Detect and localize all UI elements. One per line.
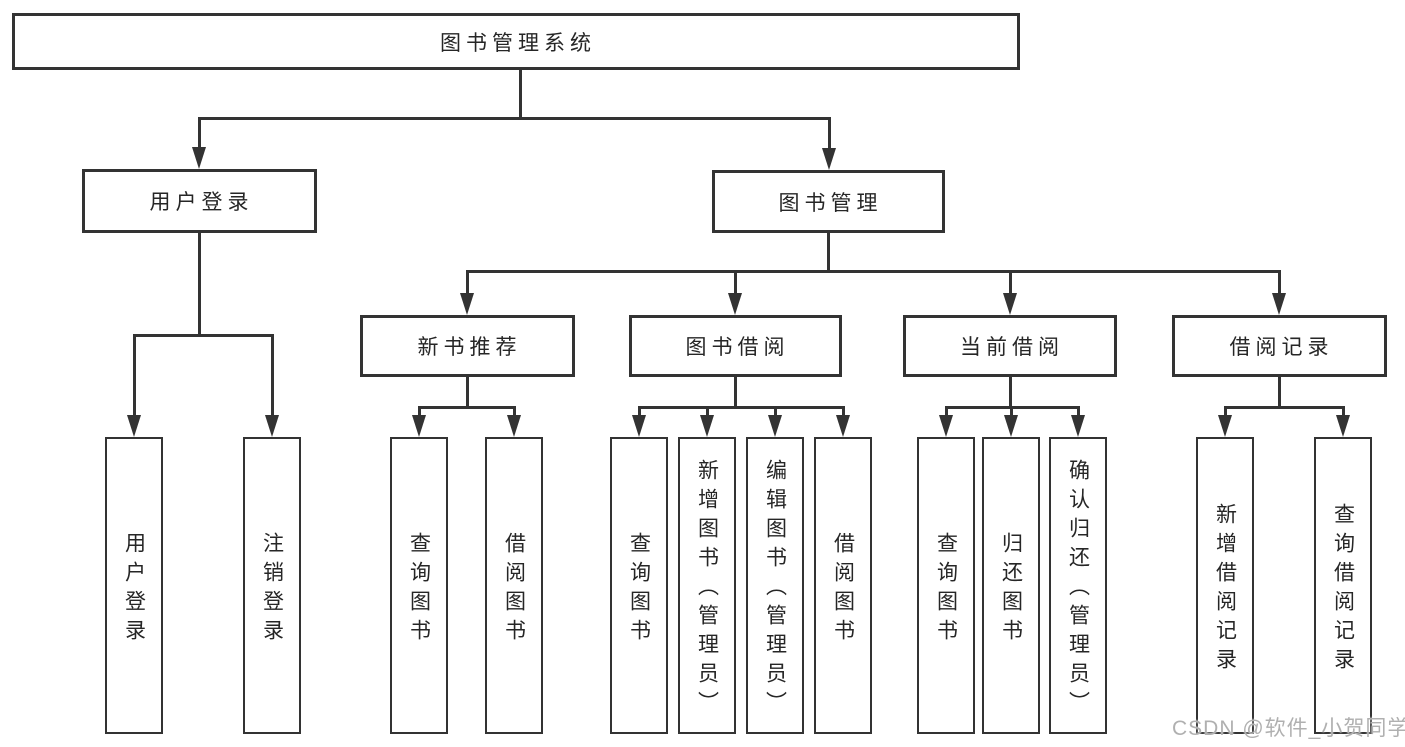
leaf-confirm-return-admin: 确认归还（管理员） xyxy=(1049,437,1107,734)
leaf-borrow-books: 借阅图书 xyxy=(814,437,872,734)
leaf-label: 查询图书 xyxy=(934,531,958,648)
leaf-label: 编辑图书（管理员） xyxy=(763,459,787,720)
connector-drop-leaf xyxy=(638,406,641,417)
connector-mgmt-stem xyxy=(827,233,830,272)
connector-login-crossbar xyxy=(133,334,274,337)
node-label: 借阅记录 xyxy=(1229,336,1334,359)
leaf-edit-book-admin: 编辑图书（管理员） xyxy=(746,437,804,734)
arrow-down-icon xyxy=(265,415,279,437)
csdn-watermark: CSDN @软件_小贺同学 xyxy=(1172,717,1405,740)
node-borrowing-records: 借阅记录 xyxy=(1172,315,1387,377)
arrow-down-icon xyxy=(939,415,953,437)
leaf-query-books-current: 查询图书 xyxy=(917,437,975,734)
arrow-down-icon xyxy=(1336,415,1350,437)
leaf-return-book: 归还图书 xyxy=(982,437,1040,734)
leaf-label: 借阅图书 xyxy=(502,531,526,648)
connector-drop-book-borrow xyxy=(734,270,737,294)
leaf-label: 查询借阅记录 xyxy=(1331,502,1355,677)
node-book-borrowing: 图书借阅 xyxy=(629,315,842,377)
connector-drop-leaf xyxy=(1010,406,1013,417)
connector-drop-leaf xyxy=(271,334,274,416)
arrow-down-icon xyxy=(836,415,850,437)
leaf-add-borrow-record: 新增借阅记录 xyxy=(1196,437,1254,734)
connector-newbook-stem xyxy=(466,377,469,408)
connector-drop-borrow-records xyxy=(1278,270,1281,294)
arrow-down-icon xyxy=(1218,415,1232,437)
leaf-label: 新增借阅记录 xyxy=(1213,502,1237,677)
arrow-down-icon xyxy=(768,415,782,437)
arrow-down-icon xyxy=(1003,293,1017,315)
node-label: 图书管理 xyxy=(778,191,883,215)
arrow-down-icon xyxy=(1071,415,1085,437)
arrow-down-icon xyxy=(1004,415,1018,437)
leaf-label: 新增图书（管理员） xyxy=(695,459,719,720)
node-user-login: 用户登录 xyxy=(82,169,317,233)
arrow-down-icon xyxy=(412,415,426,437)
node-library-management-system: 图书管理系统 xyxy=(12,13,1020,70)
node-label: 图书借阅 xyxy=(685,336,790,359)
node-current-borrowing: 当前借阅 xyxy=(903,315,1117,377)
leaf-label: 借阅图书 xyxy=(831,531,855,648)
leaf-label: 用户登录 xyxy=(122,531,146,648)
connector-drop-leaf xyxy=(842,406,845,417)
connector-drop-leaf xyxy=(706,406,709,417)
connector-borrow-stem xyxy=(734,377,737,408)
arrow-down-icon xyxy=(822,148,836,170)
leaf-label: 查询图书 xyxy=(407,531,431,648)
arrow-down-icon xyxy=(460,293,474,315)
arrow-down-icon xyxy=(632,415,646,437)
leaf-query-books-recommend: 查询图书 xyxy=(390,437,448,734)
root-node-label: 图书管理系统 xyxy=(440,31,596,55)
connector-drop-leaf xyxy=(1224,406,1227,417)
arrow-down-icon xyxy=(192,147,206,169)
leaf-label: 确认归还（管理员） xyxy=(1066,459,1090,720)
arrow-down-icon xyxy=(728,293,742,315)
connector-drop-leaf xyxy=(418,406,421,417)
node-new-book-recommend: 新书推荐 xyxy=(360,315,575,377)
leaf-borrow-books-recommend: 借阅图书 xyxy=(485,437,543,734)
connector-drop-leaf xyxy=(1342,406,1345,417)
connector-newbook-crossbar xyxy=(418,406,516,409)
arrow-down-icon xyxy=(507,415,521,437)
connector-mgmt-crossbar xyxy=(466,270,1281,273)
leaf-label: 归还图书 xyxy=(999,531,1023,648)
connector-borrow-crossbar xyxy=(638,406,845,409)
leaf-label: 查询图书 xyxy=(627,531,651,648)
connector-records-crossbar xyxy=(1224,406,1345,409)
connector-drop-user-login xyxy=(198,117,201,148)
connector-drop-new-books xyxy=(466,270,469,294)
leaf-query-books-borrow: 查询图书 xyxy=(610,437,668,734)
leaf-logout: 注销登录 xyxy=(243,437,301,734)
node-label: 用户登录 xyxy=(149,191,254,214)
connector-drop-leaf xyxy=(133,334,136,416)
connector-drop-book-management xyxy=(828,117,831,149)
leaf-query-borrow-record: 查询借阅记录 xyxy=(1314,437,1372,734)
connector-current-stem xyxy=(1009,377,1012,408)
connector-drop-leaf xyxy=(1077,406,1080,417)
connector-drop-current-borrow xyxy=(1009,270,1012,294)
arrow-down-icon xyxy=(700,415,714,437)
leaf-add-book-admin: 新增图书（管理员） xyxy=(678,437,736,734)
node-label: 新书推荐 xyxy=(417,336,522,359)
node-book-management: 图书管理 xyxy=(712,170,945,233)
arrow-down-icon xyxy=(1272,293,1286,315)
connector-drop-leaf xyxy=(774,406,777,417)
leaf-label: 注销登录 xyxy=(260,531,284,648)
connector-root-stem xyxy=(519,70,522,118)
connector-records-stem xyxy=(1278,377,1281,408)
connector-drop-leaf xyxy=(513,406,516,417)
arrow-down-icon xyxy=(127,415,141,437)
node-label: 当前借阅 xyxy=(960,336,1064,359)
leaf-user-login: 用户登录 xyxy=(105,437,163,734)
connector-root-crossbar xyxy=(198,117,830,120)
connector-drop-leaf xyxy=(945,406,948,417)
connector-login-stem xyxy=(198,233,201,336)
